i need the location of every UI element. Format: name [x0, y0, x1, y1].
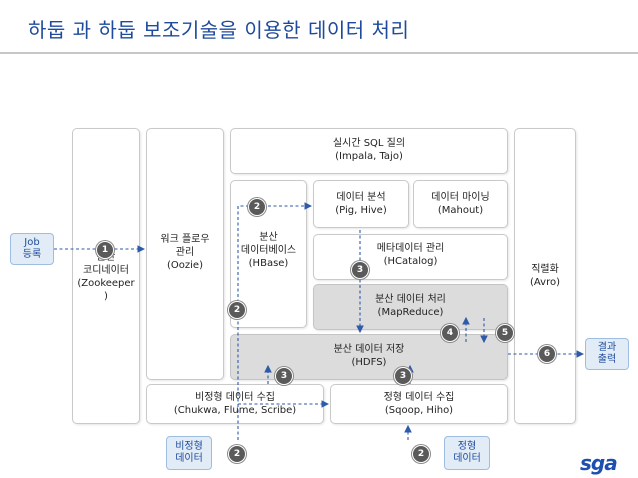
realtime-sql-line2: (Impala, Tajo) [335, 151, 403, 162]
distributed-db-line3: (HBase) [248, 258, 289, 269]
distributed-db-line1: 분산 [259, 232, 278, 243]
distributed-processing-line2: (MapReduce) [377, 307, 444, 318]
label-unstructured-data: 비정형 데이터 [166, 436, 212, 470]
workflow-line3: (Oozie) [167, 260, 203, 271]
distributed-processing-line1: 분산 데이터 처리 [375, 294, 446, 305]
data-analysis-line1: 데이터 분석 [336, 192, 386, 203]
metadata-line1: 메타데이터 관리 [376, 243, 445, 254]
structured-line2: 데이터 [453, 453, 481, 464]
label-job-registration: Job 등록 [10, 233, 54, 265]
data-mining-line2: (Mahout) [437, 205, 484, 216]
workflow-line1: 워크 플로우 [160, 234, 210, 245]
unstructured-collect-line1: 비정형 데이터 수집 [195, 392, 275, 403]
title-divider [0, 52, 638, 54]
metadata-line2: (HCatalog) [383, 256, 438, 267]
page-title: 하둡 과 하둡 보조기술을 이용한 데이터 처리 [28, 18, 410, 42]
unstructured-collect-line2: (Chukwa, Flume, Scribe) [173, 405, 297, 416]
step-badge-2-hbase: 2 [248, 198, 266, 216]
structured-collect-line2: (Sqoop, Hiho) [384, 405, 454, 416]
sga-logo: sga [580, 451, 618, 475]
coordinator-line3: (Zookeeper [77, 278, 135, 289]
step-badge-2-left: 2 [228, 301, 246, 319]
structured-collect-line1: 정형 데이터 수집 [383, 392, 455, 403]
data-mining-line1: 데이터 마이닝 [431, 192, 490, 203]
arrow-unstructured-to-analysis [237, 202, 313, 440]
workflow-line2: 관리 [175, 247, 195, 258]
box-data-analysis: 데이터 분석 (Pig, Hive) [313, 180, 409, 228]
result-line1: 결과 [597, 342, 617, 353]
realtime-sql-line1: 실시간 SQL 질의 [332, 138, 406, 149]
step-badge-6: 6 [538, 345, 556, 363]
distributed-db-line2: 데이터베이스 [240, 245, 297, 256]
step-badge-1: 1 [96, 241, 114, 259]
box-realtime-sql: 실시간 SQL 질의 (Impala, Tajo) [230, 128, 508, 174]
step-badge-2-unstructured: 2 [228, 445, 246, 463]
step-badge-2-structured: 2 [412, 445, 430, 463]
coordinator-line4: ) [104, 291, 108, 302]
serialization-line2: (Avro) [530, 277, 560, 288]
unstructured-line1: 비정형 [175, 441, 203, 452]
box-data-mining: 데이터 마이닝 (Mahout) [413, 180, 508, 228]
step-badge-4: 4 [441, 324, 459, 342]
job-line2: 등록 [22, 249, 42, 260]
step-badge-3-hcatalog: 3 [351, 261, 369, 279]
box-structured-collect: 정형 데이터 수집 (Sqoop, Hiho) [330, 384, 508, 424]
box-metadata: 메타데이터 관리 (HCatalog) [313, 234, 508, 280]
hdfs-line1: 분산 데이터 저장 [333, 344, 405, 355]
box-coordinator: 분산 코디네이터 (Zookeeper ) [72, 128, 140, 424]
result-line2: 출력 [597, 354, 617, 365]
label-structured-data: 정형 데이터 [444, 436, 490, 470]
unstructured-line2: 데이터 [175, 453, 203, 464]
structured-line1: 정형 [457, 441, 477, 452]
coordinator-line2: 코디네이터 [83, 265, 129, 276]
step-badge-3-left: 3 [275, 367, 293, 385]
data-analysis-line2: (Pig, Hive) [335, 205, 387, 216]
label-result-output: 결과 출력 [585, 338, 629, 370]
box-serialization: 직렬화 (Avro) [514, 128, 576, 424]
box-workflow: 워크 플로우 관리 (Oozie) [146, 128, 224, 380]
box-distributed-processing: 분산 데이터 처리 (MapReduce) [313, 284, 508, 330]
hdfs-line2: (HDFS) [351, 357, 387, 368]
job-line1: Job [24, 237, 40, 248]
step-badge-5: 5 [496, 324, 514, 342]
step-badge-3-right: 3 [394, 367, 412, 385]
serialization-line1: 직렬화 [531, 264, 559, 275]
